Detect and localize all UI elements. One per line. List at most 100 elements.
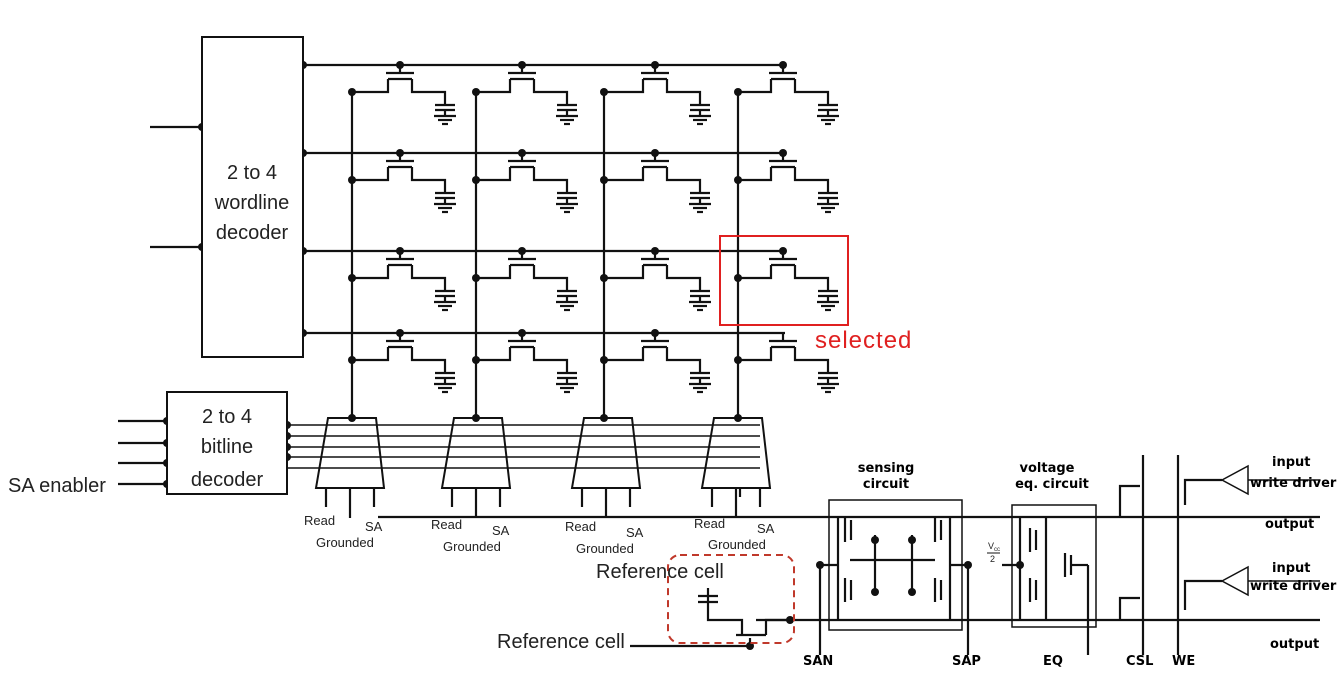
cell-drain bbox=[793, 347, 830, 373]
cell-drain bbox=[532, 347, 569, 373]
cell-drain bbox=[410, 167, 447, 193]
cell-source bbox=[604, 347, 645, 362]
vcc-den: 2 bbox=[990, 554, 995, 564]
junction-dot bbox=[651, 61, 659, 69]
junction-dot bbox=[472, 356, 480, 364]
we-bottom bbox=[1183, 579, 1222, 610]
vcc-sub: cc bbox=[994, 547, 1000, 553]
cell-drain bbox=[410, 265, 447, 291]
eq-label: EQ bbox=[1043, 654, 1063, 669]
junction-dot bbox=[472, 88, 480, 96]
junction-dot bbox=[964, 561, 972, 569]
we-label: WE bbox=[1172, 654, 1195, 669]
junction-dot bbox=[734, 356, 742, 364]
cell-drain bbox=[532, 167, 569, 193]
junction-dot bbox=[734, 88, 742, 96]
csl-bottom bbox=[1118, 596, 1140, 620]
junction-dot bbox=[396, 149, 404, 157]
csl-label: CSL bbox=[1126, 654, 1153, 669]
output-label-bottom: output bbox=[1270, 637, 1319, 652]
write-driver-label-bottom: write driver bbox=[1250, 579, 1337, 594]
cell-drain bbox=[793, 265, 830, 291]
wordline-decoder-line-2: wordline bbox=[214, 192, 289, 214]
voltage-eq-circuit: voltage eq. circuit bbox=[1011, 461, 1097, 628]
cell-source bbox=[352, 347, 390, 362]
junction-dot bbox=[348, 356, 356, 364]
junction-dot bbox=[518, 61, 526, 69]
cell-drain bbox=[532, 79, 569, 105]
cell-source bbox=[738, 347, 773, 362]
selected-label: selected bbox=[815, 327, 912, 354]
cell-drain bbox=[665, 347, 702, 373]
csl-top bbox=[1118, 484, 1140, 517]
write-driver-label-top: write driver bbox=[1250, 476, 1337, 491]
cell-drain bbox=[410, 347, 447, 373]
cell-drain bbox=[793, 167, 830, 193]
sensing-circuit-line-2: circuit bbox=[863, 477, 909, 492]
cell-drain bbox=[665, 265, 702, 291]
junction-dot bbox=[786, 616, 794, 624]
column-mux-1 bbox=[314, 417, 386, 489]
cell-source bbox=[352, 265, 390, 280]
cell-source bbox=[352, 79, 390, 94]
output-label-top: output bbox=[1265, 517, 1314, 532]
cell-source bbox=[604, 265, 645, 280]
column-mux-3 bbox=[570, 417, 642, 489]
junction-dot bbox=[1016, 561, 1024, 569]
sa-label-2: SA bbox=[492, 523, 510, 538]
cell-source bbox=[604, 79, 645, 94]
junction-dot bbox=[518, 247, 526, 255]
junction-dot bbox=[651, 149, 659, 157]
sensing-circuit: sensing circuit bbox=[828, 461, 963, 631]
junction-dot bbox=[600, 414, 608, 422]
bitline-decoder-line-2: bitline bbox=[201, 436, 253, 458]
sa-label-4: SA bbox=[757, 521, 775, 536]
wordline-decoder-line-3: decoder bbox=[216, 222, 289, 244]
cell-source bbox=[476, 347, 512, 362]
column-mux-2 bbox=[440, 417, 512, 489]
read-label-3: Read bbox=[565, 519, 596, 534]
voltage-eq-line-1: voltage bbox=[1020, 461, 1075, 476]
wordline-decoder-line-1: 2 to 4 bbox=[227, 162, 277, 184]
cell-source bbox=[738, 265, 773, 280]
bitline-decoder-line-3: decoder bbox=[191, 469, 264, 491]
write-driver-top: input write driver output bbox=[1220, 455, 1337, 532]
junction-dot bbox=[734, 176, 742, 184]
sa-label-1: SA bbox=[365, 519, 383, 534]
read-label-4: Read bbox=[694, 516, 725, 531]
junction-dot bbox=[816, 561, 824, 569]
junction-dot bbox=[348, 274, 356, 282]
cell-source bbox=[738, 167, 773, 182]
wordline-decoder: 2 to 4 wordline decoder bbox=[201, 36, 304, 358]
junction-dot bbox=[734, 414, 742, 422]
reference-cell-label-bottom: Reference cell bbox=[497, 631, 625, 653]
junction-dot bbox=[518, 149, 526, 157]
grounded-label-2: Grounded bbox=[443, 539, 501, 554]
junction-dot bbox=[472, 274, 480, 282]
bitline-decoder: 2 to 4 bitline decoder bbox=[166, 391, 288, 495]
junction-dot bbox=[651, 329, 659, 337]
cell-source bbox=[738, 79, 773, 94]
grounded-label-1: Grounded bbox=[316, 535, 374, 550]
junction-dot bbox=[600, 356, 608, 364]
san-label: SAN bbox=[803, 654, 833, 669]
junction-dot bbox=[600, 274, 608, 282]
cell-source bbox=[352, 167, 390, 182]
cell-source bbox=[476, 79, 512, 94]
junction-dot bbox=[734, 274, 742, 282]
column-labels: Read SA Grounded Read SA Grounded Read S… bbox=[304, 513, 775, 556]
column-mux-4 bbox=[700, 417, 772, 489]
cell-source bbox=[604, 167, 645, 182]
read-label-1: Read bbox=[304, 513, 335, 528]
junction-dot bbox=[779, 149, 787, 157]
reference-cell-label-top: Reference cell bbox=[596, 561, 724, 583]
junction-dot bbox=[518, 329, 526, 337]
input-label-top: input bbox=[1272, 455, 1311, 470]
cell-drain bbox=[532, 265, 569, 291]
bitline-decoder-line-1: 2 to 4 bbox=[202, 406, 252, 428]
we-top bbox=[1183, 478, 1222, 505]
junction-dot bbox=[396, 61, 404, 69]
junction-dot bbox=[908, 536, 916, 544]
cell-source bbox=[476, 167, 512, 182]
input-label-bottom: input bbox=[1272, 561, 1311, 576]
